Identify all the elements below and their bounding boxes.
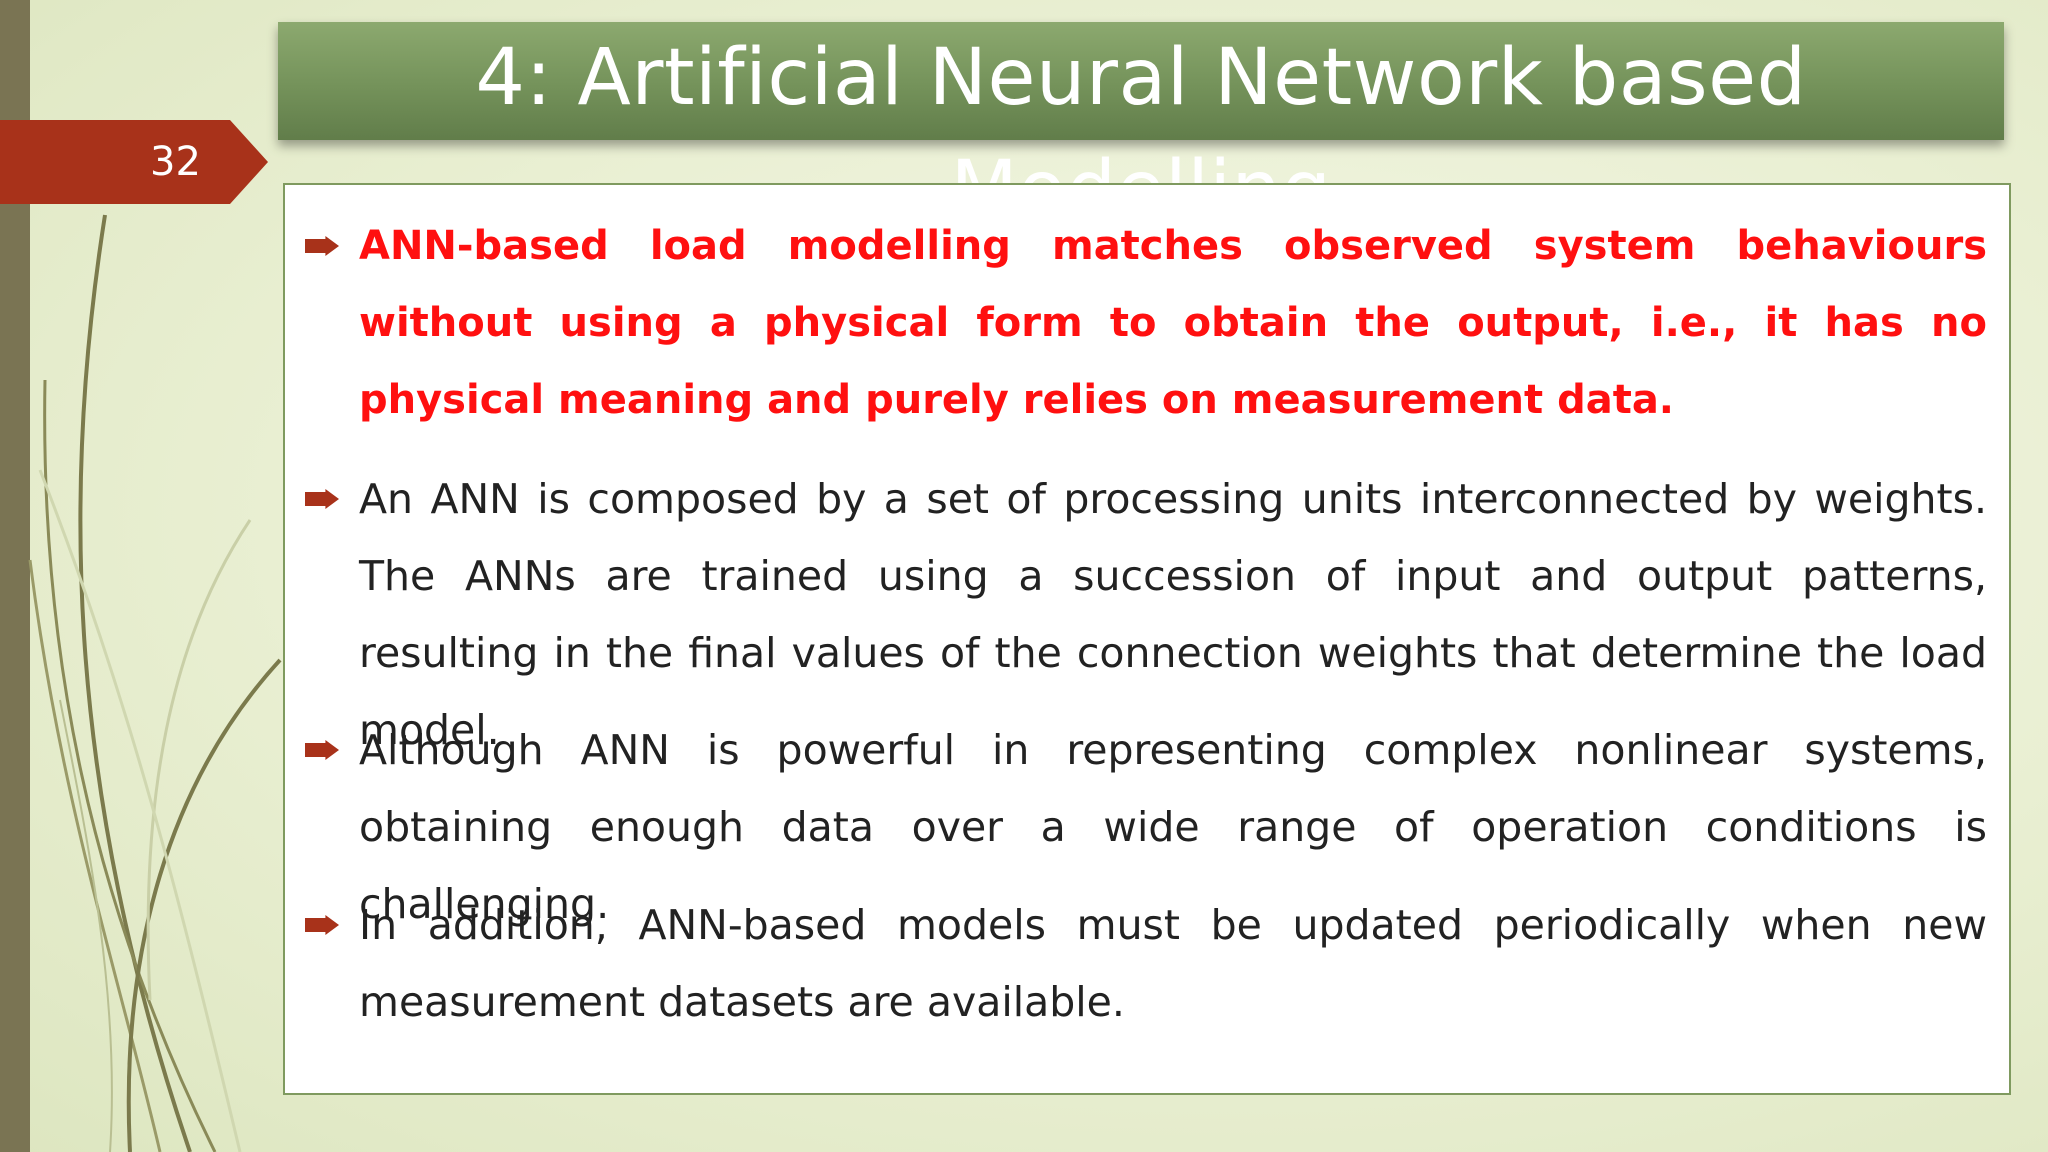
title-banner: 4: Artificial Neural Network based Model… bbox=[278, 22, 2004, 235]
bullet-item: In addition, ANN-based models must be up… bbox=[305, 887, 1987, 1041]
bullet-item: ANN-based load modelling matches observe… bbox=[305, 208, 1987, 439]
slide-number: 32 bbox=[150, 139, 201, 185]
decorative-stems bbox=[28, 214, 282, 1152]
arrow-right-icon bbox=[305, 236, 339, 256]
arrow-right-icon bbox=[305, 740, 339, 760]
bullet-text: An ANN is composed by a set of processin… bbox=[359, 475, 1987, 754]
bullet-text: Although ANN is powerful in representing… bbox=[359, 726, 1987, 928]
bullet-item: Although ANN is powerful in representing… bbox=[305, 712, 1987, 943]
arrow-right-icon bbox=[305, 915, 339, 935]
bullet-text: In addition, ANN-based models must be up… bbox=[359, 901, 1987, 1026]
content-box: ANN-based load modelling matches observe… bbox=[283, 183, 2011, 1095]
bullet-item: An ANN is composed by a set of processin… bbox=[305, 461, 1987, 769]
bullet-text: ANN-based load modelling matches observe… bbox=[359, 223, 1987, 423]
arrow-right-icon bbox=[305, 489, 339, 509]
slide-number-tab bbox=[0, 120, 268, 204]
